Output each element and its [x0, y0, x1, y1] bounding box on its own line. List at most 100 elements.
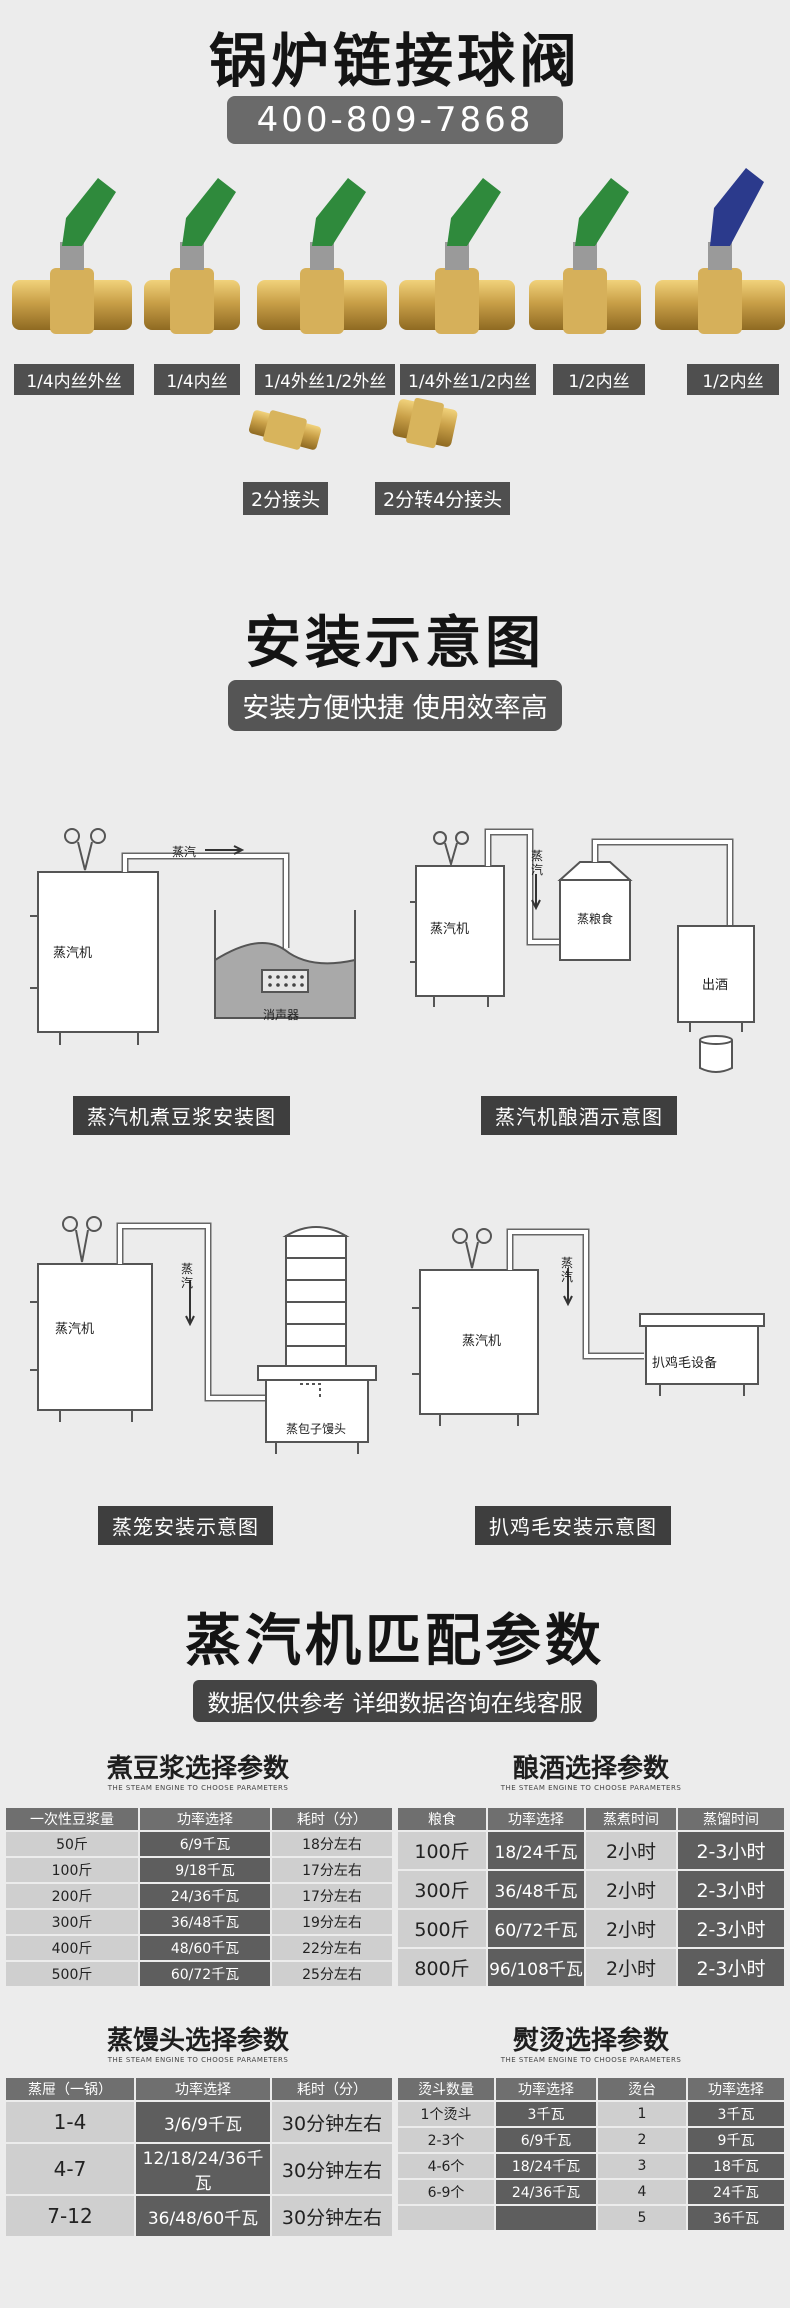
- install-subtitle: 安装方便快捷 使用效率高: [228, 680, 562, 731]
- table-cell: 7-12: [6, 2196, 134, 2236]
- params-subtitle: 数据仅供参考 详细数据咨询在线客服: [193, 1680, 597, 1722]
- table-cell: 2-3小时: [678, 1832, 784, 1869]
- table-cell: 6/9千瓦: [496, 2128, 596, 2152]
- params-title: 蒸汽机匹配参数: [185, 1609, 605, 1674]
- fitting-label-2fen: 2分接头: [243, 482, 329, 515]
- table-cell: 100斤: [398, 1832, 486, 1869]
- table-cell: 3千瓦: [688, 2102, 784, 2126]
- table-cell: 3千瓦: [496, 2102, 596, 2126]
- table-cell: 12/18/24/36千瓦: [136, 2144, 270, 2194]
- valve-photos: [12, 168, 785, 334]
- table-cell: 100斤: [6, 1858, 138, 1882]
- table-cell: [398, 2206, 494, 2230]
- table-cell: 30分钟左右: [272, 2102, 392, 2142]
- bun-steamer-label: 蒸包子馒头: [286, 1422, 347, 1436]
- table-cell: 2小时: [586, 1949, 676, 1986]
- table-cell: 60/72千瓦: [488, 1910, 584, 1947]
- valve-3: [257, 178, 387, 334]
- diagram-wine-caption: 蒸汽机酿酒示意图: [481, 1096, 677, 1135]
- table-cell: 5: [598, 2206, 686, 2230]
- wine-out-label: 出酒: [702, 978, 729, 993]
- iron-header-power: 功率选择: [496, 2078, 596, 2100]
- phone-number[interactable]: 400-809-7868: [226, 96, 564, 144]
- table-cell: 1: [598, 2102, 686, 2126]
- fitting-2fen: [248, 410, 322, 450]
- table-cell: 300斤: [6, 1910, 138, 1934]
- table-cell: 2-3小时: [678, 1871, 784, 1908]
- soy-table-title: 煮豆浆选择参数: [106, 1754, 289, 1784]
- bun-header-time: 耗时（分）: [272, 2078, 392, 2100]
- soy-table-subtitle: THE STEAM ENGINE TO CHOOSE PARAMETERS: [107, 1784, 289, 1792]
- bun-table-subtitle: THE STEAM ENGINE TO CHOOSE PARAMETERS: [107, 2056, 289, 2064]
- table-cell: 18/24千瓦: [488, 1832, 584, 1869]
- chicken-machine-label: 蒸汽机: [462, 1334, 502, 1349]
- wine-header-distill: 蒸馏时间: [678, 1808, 784, 1830]
- table-cell: 36/48/60千瓦: [136, 2196, 270, 2236]
- table-cell: 2小时: [586, 1832, 676, 1869]
- valve-4: [399, 178, 515, 334]
- diagram-bun-caption: 蒸笼安装示意图: [98, 1506, 273, 1545]
- table-cell: 6-9个: [398, 2180, 494, 2204]
- table-cell: 2-3个: [398, 2128, 494, 2152]
- table-cell: 3/6/9千瓦: [136, 2102, 270, 2142]
- install-subtitle-wrap: 安装方便快捷 使用效率高: [0, 680, 790, 731]
- iron-table-title: 熨烫选择参数: [512, 2026, 669, 2056]
- diagram-soy-caption: 蒸汽机煮豆浆安装图: [73, 1096, 290, 1135]
- soy-header-time: 耗时（分）: [272, 1808, 392, 1830]
- table-cell: 2-3小时: [678, 1910, 784, 1947]
- table-cell: 500斤: [398, 1910, 486, 1947]
- diagram-bun: [30, 1216, 377, 1454]
- fitting-2to4fen: [392, 398, 458, 449]
- table-cell: 1-4: [6, 2102, 134, 2142]
- table-cell: 30分钟左右: [272, 2144, 392, 2194]
- wine-steam-label: 蒸汽: [531, 849, 544, 877]
- table-cell: 36千瓦: [688, 2206, 784, 2230]
- table-cell: 1个烫斗: [398, 2102, 494, 2126]
- table-cell: 4: [598, 2180, 686, 2204]
- table-cell: [496, 2206, 596, 2230]
- bun-table-title: 蒸馒头选择参数: [106, 2026, 289, 2056]
- table-cell: 25分左右: [272, 1962, 392, 1986]
- diagram-chicken: [412, 1228, 765, 1426]
- table-cell: 48/60千瓦: [140, 1936, 270, 1960]
- table-cell: 200斤: [6, 1884, 138, 1908]
- table-cell: 800斤: [398, 1949, 486, 1986]
- table-cell: 2-3小时: [678, 1949, 784, 1986]
- wine-header-grain: 粮食: [398, 1808, 486, 1830]
- table-cell: 22分左右: [272, 1936, 392, 1960]
- table-cell: 18千瓦: [688, 2154, 784, 2178]
- bun-machine-label: 蒸汽机: [55, 1322, 95, 1337]
- page-title: 锅炉链接球阀: [208, 27, 581, 95]
- table-cell: 17分左右: [272, 1884, 392, 1908]
- table-cell: 24/36千瓦: [140, 1884, 270, 1908]
- diagram-soy: [30, 828, 356, 1045]
- table-cell: 17分左右: [272, 1858, 392, 1882]
- wine-table-title: 酿酒选择参数: [512, 1754, 669, 1784]
- params-subtitle-wrap: 数据仅供参考 详细数据咨询在线客服: [0, 1680, 790, 1722]
- wine-machine-label: 蒸汽机: [430, 922, 470, 937]
- valve-label-6: 1/2内丝: [687, 364, 779, 395]
- bun-header-tray: 蒸屉（一锅）: [6, 2078, 134, 2100]
- bun-steam-label: 蒸汽: [181, 1262, 194, 1290]
- valve-5: [529, 178, 641, 334]
- soy-header-amount: 一次性豆浆量: [6, 1808, 138, 1830]
- table-cell: 96/108千瓦: [488, 1949, 584, 1986]
- wine-grain-label: 蒸粮食: [577, 912, 614, 926]
- table-cell: 36/48千瓦: [488, 1871, 584, 1908]
